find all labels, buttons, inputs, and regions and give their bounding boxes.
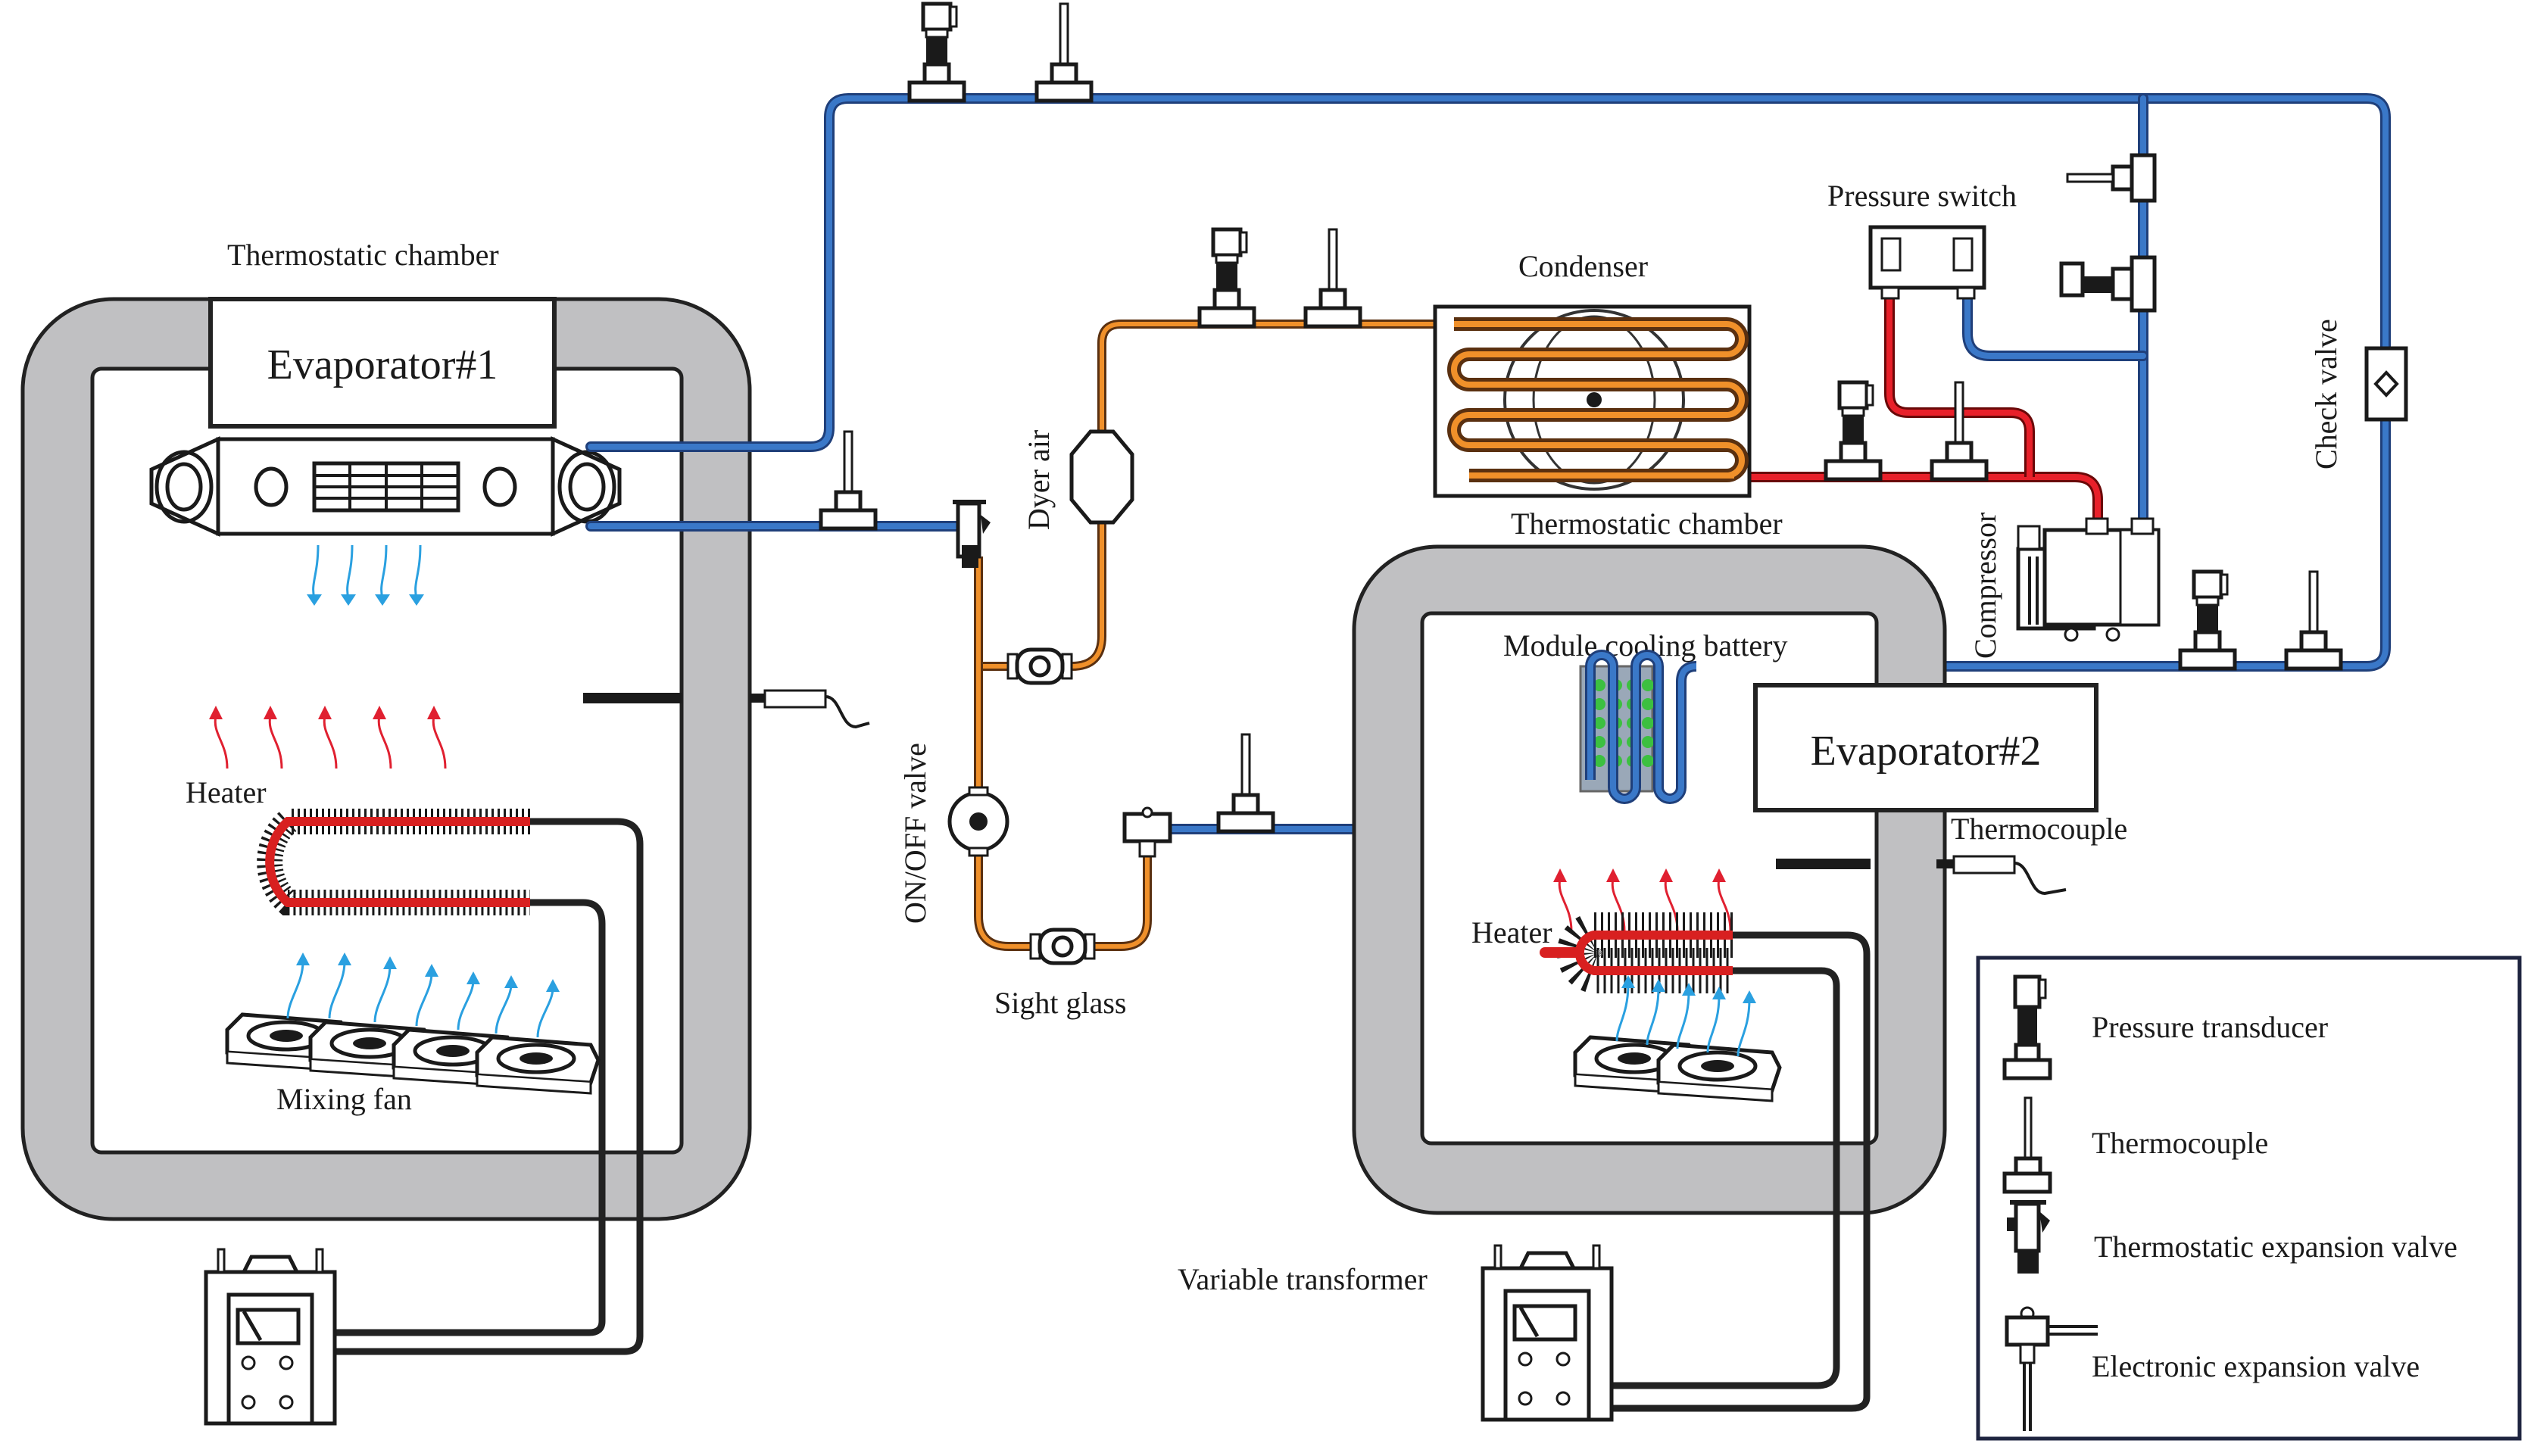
thermostatic-expansion-valve-icon [2007,1200,2050,1274]
thermostatic-expansion-valve [953,500,991,568]
pressure-transducer-suction-branch [2059,255,2157,313]
evaporator-2-label-box: Evaporator#2 [1753,683,2098,812]
sight-glass-lower [1031,930,1094,963]
discharge-line [1734,295,2103,530]
condenser-label: Condenser [1518,249,1648,283]
condenser [1433,304,1752,498]
legend-item-thermostatic-expansion-valve: Thermostatic expansion valve [2007,1200,2457,1274]
heater-2-wire-b [1598,967,1840,1389]
fan-air-arrows-1 [286,952,560,1038]
evaporator-1-label-box: Evaporator#1 [208,297,557,429]
heater-2-wire-a [1598,931,1871,1412]
evaporator-2-label: Evaporator#2 [1811,728,2042,775]
thermocouple-return [2286,572,2341,669]
sight-glass-label: Sight glass [994,986,1126,1020]
variable-transformer-2 [1483,1246,1612,1420]
check-valve-label: Check valve [2309,319,2343,469]
sight-glass-upper [1008,650,1072,683]
cold-air-arrows-1 [307,544,424,606]
variable-transformer-1 [206,1249,335,1423]
compressor-label: Compressor [1968,513,2002,659]
thermocouple-evaporator-1-inlet [821,432,875,528]
thermocouple-top [1037,4,1091,101]
legend-item-thermocouple: Thermocouple [2002,1096,2268,1194]
thermocouple-label: Thermocouple [1951,812,2127,846]
heater-1-wire-b [250,899,606,1336]
variable-transformer-label: Variable transformer [1178,1262,1428,1296]
pressure-transducer-return [2180,572,2235,669]
suction-line [585,93,2391,672]
dryer-label: Dyer air [1022,430,1056,530]
hot-air-arrows-1 [209,706,447,769]
thermocouple-suction-branch [2066,153,2157,203]
legend: Pressure transducer Thermocouple Thermos… [1976,956,2522,1441]
check-valve [2364,346,2408,422]
thermocouple-chamber-2 [1776,855,2067,896]
evaporator-1-unit [149,436,622,537]
on-off-valve-label: ON/OFF valve [898,743,932,924]
legend-item-pressure-transducer: Pressure transducer [2002,974,2328,1080]
pressure-transducer-liquid [1200,229,1254,326]
pressure-transducer-icon [2002,974,2052,1080]
module-cooling-battery [1579,650,1697,804]
liquid-line [974,320,1435,951]
heater-1 [257,809,530,915]
pressure-switch [1868,225,1986,300]
heater-1-label: Heater [186,775,267,809]
legend-label-pressure-transducer: Pressure transducer [2092,1010,2328,1044]
pressure-switch-label: Pressure switch [1827,179,2017,213]
thermocouple-liquid [1306,229,1360,326]
electronic-expansion-valve [1122,806,1172,858]
legend-label-thermostatic-expansion-valve: Thermostatic expansion valve [2094,1230,2457,1264]
legend-label-electronic-expansion-valve: Electronic expansion valve [2092,1349,2420,1383]
thermocouple-evaporator-2-inlet [1219,734,1273,831]
thermocouple-icon [2002,1096,2052,1194]
legend-label-thermocouple: Thermocouple [2092,1126,2268,1160]
evaporator-1-label: Evaporator#1 [267,341,498,388]
thermostatic-chamber-1-label: Thermostatic chamber [227,238,499,272]
suction-branch [1962,93,2148,535]
fan-air-arrows-2 [1615,975,1756,1057]
heater-2-label: Heater [1471,915,1552,949]
legend-item-electronic-expansion-valve: Electronic expansion valve [2005,1306,2420,1431]
on-off-valve [947,786,1009,857]
dryer [1069,429,1134,525]
heater-1-wire-a [250,818,644,1355]
thermostatic-chamber-2-label: Thermostatic chamber [1511,507,1783,541]
pressure-transducer-discharge [1826,382,1880,479]
thermocouple-chamber-1 [583,689,870,729]
heater-2 [1540,912,1733,993]
pressure-transducer-top [910,4,964,101]
electronic-expansion-valve-icon [2005,1306,2098,1431]
mixing-fan-label: Mixing fan [276,1082,412,1116]
thermocouple-discharge [1932,382,1986,479]
compressor [2016,517,2161,642]
